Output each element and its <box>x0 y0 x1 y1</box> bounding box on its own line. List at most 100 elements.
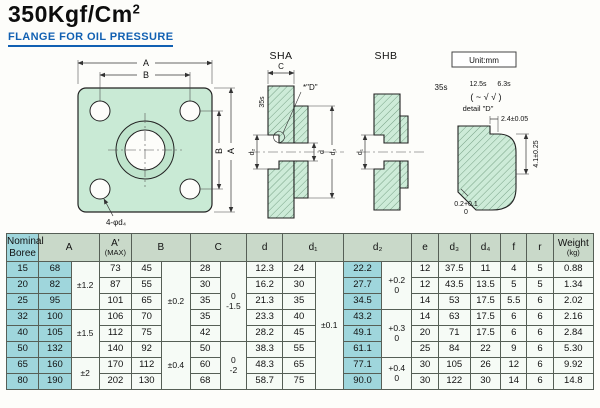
table-header-row: Nominal Boree A A' (MAX) B C d d₁ d₂ e d… <box>5 233 595 262</box>
nominal-bore-cell: 25 <box>5 293 40 310</box>
tolerance-b-cell: ±0.4 <box>161 341 191 390</box>
sha-plate-lower <box>267 160 295 219</box>
dim-c-cell: 35 <box>189 309 221 326</box>
dim-b-cell: 130 <box>131 373 163 390</box>
tolerance-d1-cell: ±0.1 <box>314 261 344 390</box>
dim-f-cell: 6 <box>500 325 528 342</box>
front-view-drawing: A B B A 4-φd₄ <box>77 58 236 227</box>
page-subtitle: FLANGE FOR OIL PRESSURE <box>8 31 174 47</box>
dim-d4-cell: 22 <box>469 341 502 358</box>
dim-d4-cell: 30 <box>469 373 502 390</box>
dim-amax-cell: 170 <box>98 357 133 374</box>
dim-d-cell: 23.3 <box>246 309 284 326</box>
col-header-a: A <box>38 233 100 262</box>
dim-d1-cell: 45 <box>282 325 316 342</box>
dim-r-cell: 5 <box>526 261 554 278</box>
dim-b-cell: 45 <box>131 261 163 278</box>
dim-d3-cell: 71 <box>437 325 471 342</box>
flange-dimension-table: Nominal Boree A A' (MAX) B C d d₁ d₂ e d… <box>5 233 595 390</box>
dim-d4-cell: 17.5 <box>469 325 502 342</box>
dim-d3-cell: 105 <box>437 357 471 374</box>
dim-amax-cell: 106 <box>98 309 133 326</box>
dim-c-cell: 30 <box>189 277 221 294</box>
dim-e-cell: 30 <box>411 373 439 390</box>
tolerance-a-cell: ±1.5 <box>70 309 100 358</box>
dim-f-cell: 5.5 <box>500 293 528 310</box>
dim-r-cell: 5 <box>526 277 554 294</box>
front-dim-a-right-label: A <box>226 148 236 154</box>
front-dim-b-right-label: B <box>214 148 224 154</box>
dim-b-cell: 92 <box>131 341 163 358</box>
shb-plate-lower <box>373 160 401 211</box>
dim-d2-cell: 77.1 <box>342 357 383 374</box>
dim-d-cell: 12.3 <box>246 261 284 278</box>
dim-d2-cell: 43.2 <box>342 309 383 326</box>
dim-d4-cell: 13.5 <box>469 277 502 294</box>
bolt-holes-label: 4-φd₄ <box>106 218 126 227</box>
nominal-bore-cell: 65 <box>5 357 40 374</box>
nominal-bore-cell: 50 <box>5 341 40 358</box>
tolerance-a-cell: ±1.2 <box>70 261 100 310</box>
page-title-text: 350Kgf/Cm <box>8 1 133 27</box>
unit-box <box>451 51 517 68</box>
dim-amax-cell: 112 <box>98 325 133 342</box>
dim-c-cell: 60 <box>189 357 221 374</box>
dim-d1-cell: 75 <box>282 373 316 390</box>
dim-c-cell: 50 <box>189 341 221 358</box>
nominal-bore-cell: 20 <box>5 277 40 294</box>
col-header-b: B <box>131 233 191 262</box>
dim-d4-cell: 11 <box>469 261 502 278</box>
dim-d1-cell: 30 <box>282 277 316 294</box>
dim-d-cell: 16.2 <box>246 277 284 294</box>
sha-title: SHA <box>269 50 292 62</box>
shb-step-lower <box>399 160 409 189</box>
dim-b-cell: 70 <box>131 309 163 326</box>
sha-section-drawing: SHA C 35s *"D" d₂ d <box>249 50 344 219</box>
dim-amax-cell: 202 <box>98 373 133 390</box>
tolerance-c-cell: 0-1.5 <box>219 261 248 342</box>
weight-cell: 2.16 <box>552 309 595 326</box>
detail-dim-chamfer-label: 2.4±0.05 <box>501 116 528 123</box>
dim-d-cell: 28.2 <box>246 325 284 342</box>
roughness-symbols: ( ~ √ √ ) <box>470 92 501 102</box>
bolt-hole <box>179 178 201 200</box>
detail-circle <box>273 131 285 143</box>
dim-a-cell: 105 <box>38 325 72 342</box>
shb-step-upper <box>399 115 409 144</box>
dim-c-cell: 68 <box>189 373 221 390</box>
weight-cell: 2.84 <box>552 325 595 342</box>
sha-dim-d-label: d <box>319 150 326 154</box>
dim-d1-cell: 65 <box>282 357 316 374</box>
sha-dim-c-label: C <box>278 62 284 71</box>
dim-r-cell: 6 <box>526 357 554 374</box>
dim-b-cell: 75 <box>131 325 163 342</box>
dim-d2-cell: 22.2 <box>342 261 383 278</box>
shb-title: SHB <box>374 50 397 62</box>
nominal-bore-cell: 40 <box>5 325 40 342</box>
sha-detail-callout: *"D" <box>303 83 318 92</box>
dim-b-cell: 65 <box>131 293 163 310</box>
dim-f-cell: 5 <box>500 277 528 294</box>
dim-r-cell: 6 <box>526 373 554 390</box>
front-dim-b-top-label: B <box>143 70 149 80</box>
dim-a-cell: 68 <box>38 261 72 278</box>
unit-label: Unit:mm <box>469 56 499 65</box>
dim-c-cell: 28 <box>189 261 221 278</box>
dim-c-cell: 35 <box>189 293 221 310</box>
bolt-hole <box>89 100 111 122</box>
sha-plate-upper <box>267 85 295 144</box>
dim-e-cell: 30 <box>411 357 439 374</box>
dim-e-cell: 12 <box>411 277 439 294</box>
col-header-d: d <box>246 233 284 262</box>
dim-d3-cell: 84 <box>437 341 471 358</box>
dim-r-cell: 6 <box>526 293 554 310</box>
page-title: 350Kgf/Cm2 <box>8 1 140 28</box>
dim-e-cell: 25 <box>411 341 439 358</box>
